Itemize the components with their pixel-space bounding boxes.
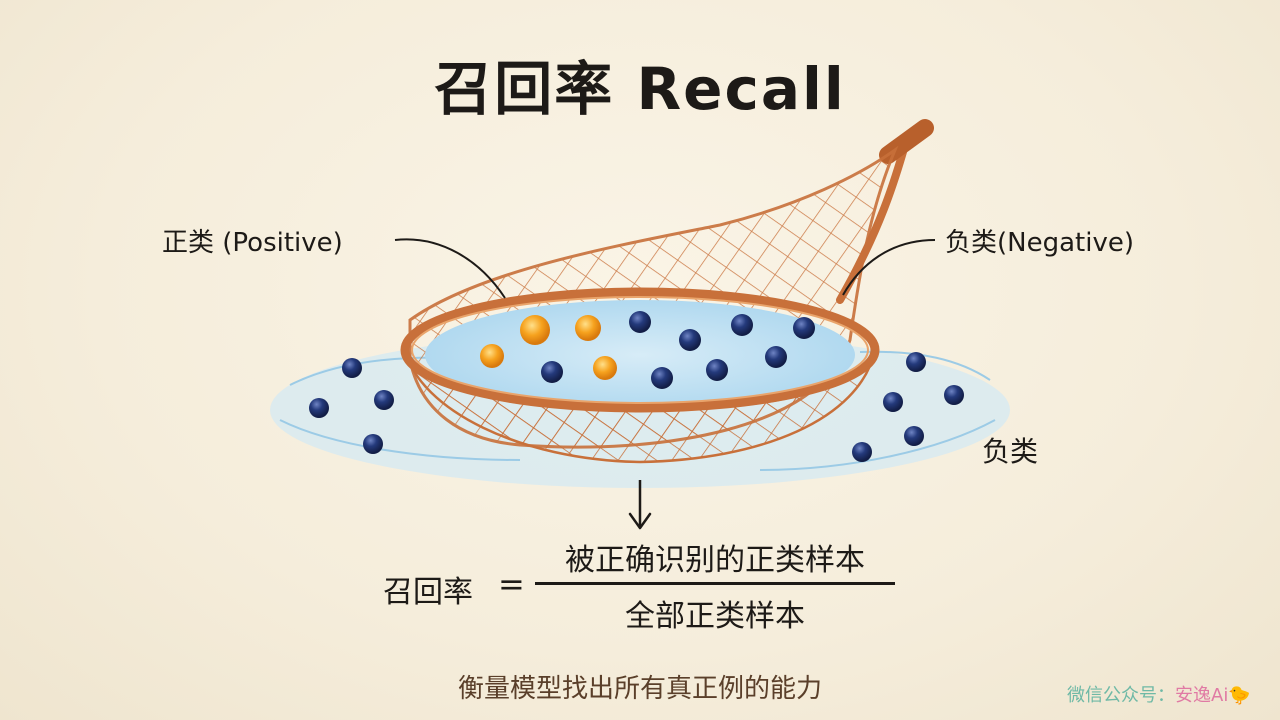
negative-pointer-line bbox=[842, 239, 936, 296]
negative-ball bbox=[541, 361, 563, 383]
negative-ball bbox=[765, 346, 787, 368]
negative-ball bbox=[374, 390, 394, 410]
positive-pointer-line bbox=[394, 238, 506, 299]
negative-ball bbox=[944, 385, 964, 405]
chick-icon: 🐤 bbox=[1228, 685, 1251, 706]
negative-ball bbox=[342, 358, 362, 378]
negative-ball bbox=[309, 398, 329, 418]
watermark-brand: 安逸Ai bbox=[1175, 685, 1229, 706]
page-title: 召回率 Recall bbox=[434, 55, 846, 123]
negative-ball bbox=[904, 426, 924, 446]
formula-numerator: 被正确识别的正类样本 bbox=[565, 543, 865, 578]
negative-ball bbox=[629, 311, 651, 333]
formula-lhs: 召回率 bbox=[383, 575, 473, 610]
negative-label-top: 负类(Negative) bbox=[945, 228, 1134, 258]
down-arrow-icon bbox=[628, 480, 652, 530]
formula-denominator: 全部正类样本 bbox=[625, 599, 805, 634]
negative-ball bbox=[793, 317, 815, 339]
watermark-prefix: 微信公众号： bbox=[1067, 685, 1175, 706]
recall-formula: 召回率 = 被正确识别的正类样本 全部正类样本 bbox=[383, 535, 903, 635]
caption: 衡量模型找出所有真正例的能力 bbox=[457, 674, 822, 704]
fraction-bar bbox=[535, 582, 895, 585]
negative-balls-outside bbox=[309, 352, 964, 462]
positive-ball bbox=[593, 356, 617, 380]
negative-ball bbox=[651, 367, 673, 389]
negative-balls-in-net bbox=[541, 311, 815, 389]
negative-ball bbox=[706, 359, 728, 381]
negative-label-bottom: 负类 bbox=[982, 435, 1039, 468]
positive-ball bbox=[480, 344, 504, 368]
net-front-mesh bbox=[403, 349, 877, 464]
formula-equals: = bbox=[498, 565, 525, 603]
negative-ball bbox=[906, 352, 926, 372]
negative-ball bbox=[883, 392, 903, 412]
negative-ball bbox=[731, 314, 753, 336]
positive-label: 正类 (Positive) bbox=[162, 228, 343, 258]
positive-ball bbox=[575, 315, 601, 341]
negative-ball bbox=[852, 442, 872, 462]
watermark: 微信公众号：安逸Ai🐤 bbox=[1067, 681, 1251, 707]
negative-ball bbox=[679, 329, 701, 351]
positive-balls bbox=[480, 315, 617, 380]
negative-ball bbox=[363, 434, 383, 454]
positive-ball bbox=[520, 315, 550, 345]
